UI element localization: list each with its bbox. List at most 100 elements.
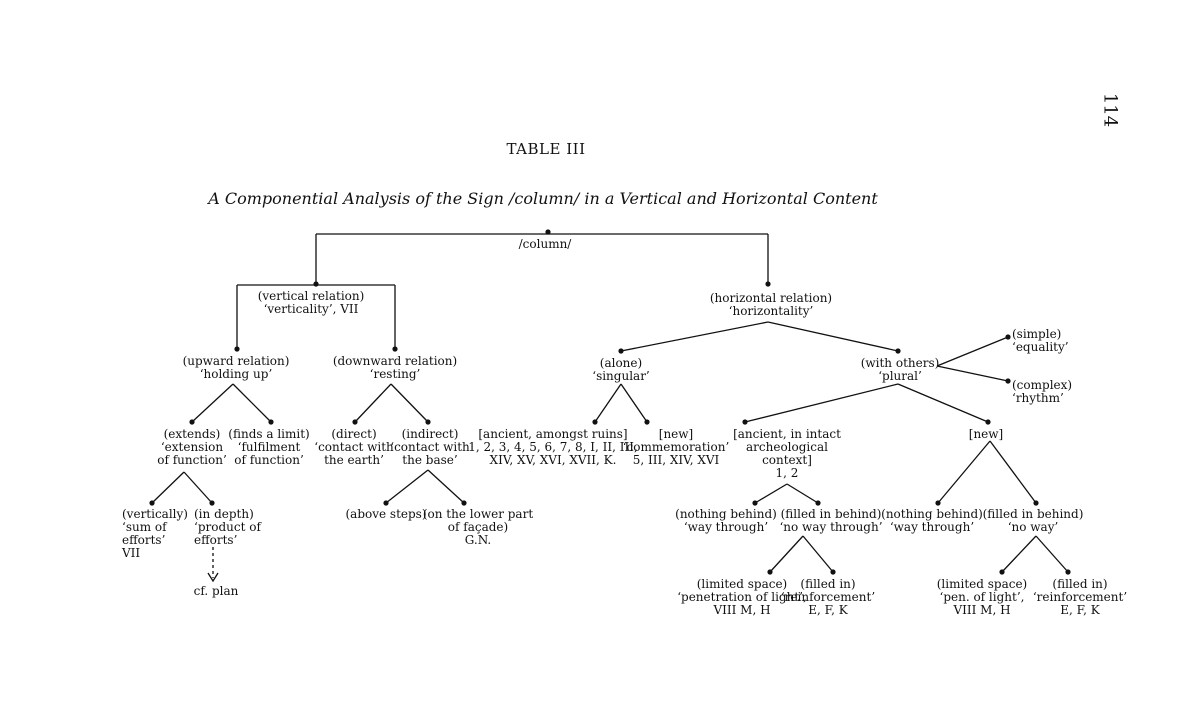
node-dot [999, 569, 1005, 575]
node-text-line: ‘reinforcement’ [1032, 590, 1128, 604]
connector-line [936, 365, 1009, 382]
node-text-line: ‘plural’ [878, 369, 922, 383]
node-dot [461, 500, 467, 506]
node-filled-in-1: (filled in)‘reinforcement’E, F, K [781, 578, 875, 617]
node-text-line: (alone) [599, 356, 643, 370]
node-dot [935, 500, 941, 506]
node-complex: (complex)‘rhythm’ [1012, 379, 1072, 405]
connector-line [427, 469, 465, 504]
connector-line [594, 383, 622, 423]
node-dot [644, 419, 650, 425]
node-dot [618, 348, 624, 354]
node-dot [1065, 569, 1071, 575]
node-horizontal-relation: (horizontal relation)‘horizontality’ [710, 292, 832, 318]
connector-line [390, 383, 429, 423]
node-dot [765, 281, 771, 287]
node-text-line: E, F, K [1060, 603, 1100, 617]
node-text-line: of façade) [447, 520, 509, 534]
node-dot [1033, 500, 1039, 506]
node-text-line: ‘contact with [390, 440, 470, 454]
connector-line [183, 471, 213, 504]
node-text-line: ‘resting’ [369, 367, 421, 381]
connector-line [767, 321, 899, 352]
connector-line [151, 471, 185, 504]
node-text-line: archeological [746, 440, 828, 454]
node-text-line: (complex) [1012, 378, 1073, 392]
node-text-line: ‘singular’ [592, 369, 650, 383]
node-text-line: VIII M, H [953, 603, 1011, 617]
node-above-steps: (above steps) [345, 508, 426, 521]
node-dot [234, 346, 240, 352]
node-text-line: ‘no way’ [1007, 520, 1059, 534]
connector-line [191, 383, 234, 423]
node-limited-space-2: (limited space)‘pen. of light’,VIII M, H [937, 578, 1028, 617]
node-upward-relation: (upward relation)‘holding up’ [183, 355, 290, 381]
connector-line [754, 483, 788, 504]
node-filled-behind-2: (filled in behind)‘no way’ [983, 508, 1084, 534]
connector-line [989, 440, 1037, 504]
table-subtitle: A Componential Analysis of the Sign /col… [208, 189, 878, 208]
node-downward-relation: (downward relation)‘resting’ [333, 355, 457, 381]
node-text-line: (upward relation) [182, 354, 290, 368]
node-text-line: ‘extension [160, 440, 224, 454]
node-text-line: (simple) [1012, 327, 1062, 341]
node-text-line: the earth’ [324, 453, 384, 467]
node-text-line: ‘no way through’ [779, 520, 883, 534]
node-text-line: 1, 2 [775, 466, 799, 480]
node-dot [742, 419, 748, 425]
node-limited-space-1: (limited space)‘penetration of light’,VI… [677, 578, 807, 617]
node-text-line: ‘verticality’, VII [263, 302, 359, 316]
node-dot [592, 419, 598, 425]
node-text-line: (above steps) [345, 507, 427, 521]
node-text-line: ‘commemoration’ [622, 440, 730, 454]
node-text-line: 5, III, XIV, XVI [632, 453, 720, 467]
node-text-line: efforts’ [122, 533, 166, 547]
node-text-line: (nothing behind) [881, 507, 983, 521]
node-text-line: efforts’ [194, 533, 238, 547]
node-text-line: (filled in) [800, 577, 856, 591]
node-cf-plan: cf. plan [194, 585, 239, 598]
node-dot [830, 569, 836, 575]
node-text-line: [new] [658, 427, 694, 441]
node-text-line: (extends) [163, 427, 221, 441]
connector-line [620, 383, 648, 423]
node-text-line: ‘sum of [122, 520, 167, 534]
node-dot [752, 500, 758, 506]
node-text-line: ‘way through’ [683, 520, 769, 534]
node-text-line: (filled in behind) [780, 507, 882, 521]
node-filled-behind-1: (filled in behind)‘no way through’ [779, 508, 882, 534]
node-text-line: VII [122, 546, 141, 560]
node-dot [425, 419, 431, 425]
node-text-line: of function’ [157, 453, 227, 467]
connector-line [769, 535, 804, 573]
node-text-line: of function’ [234, 453, 304, 467]
node-with-others: (with others)‘plural’ [861, 357, 940, 383]
connector-line [786, 483, 819, 504]
node-alone: (alone)‘singular’ [592, 357, 650, 383]
node-text-line: ‘equality’ [1012, 340, 1069, 354]
connector-line [620, 321, 769, 352]
connector-line [1035, 535, 1069, 573]
node-text-line: (limited space) [696, 577, 788, 591]
node-text-line: ‘product of [194, 520, 261, 534]
connector-line [897, 383, 989, 423]
node-simple: (simple)‘equality’ [1012, 328, 1069, 354]
connector-line [937, 440, 991, 504]
node-dot [383, 500, 389, 506]
node-nothing-behind-2: (nothing behind)‘way through’ [881, 508, 983, 534]
connector-line [385, 469, 429, 504]
node-dot [268, 419, 274, 425]
node-dot [895, 348, 901, 354]
node-filled-in-2: (filled in)‘reinforcement’E, F, K [1033, 578, 1127, 617]
node-text-line: (limited space) [936, 577, 1028, 591]
node-text-line: (nothing behind) [675, 507, 777, 521]
node-text-line: G.N. [464, 533, 492, 547]
node-text-line: the base’ [402, 453, 458, 467]
